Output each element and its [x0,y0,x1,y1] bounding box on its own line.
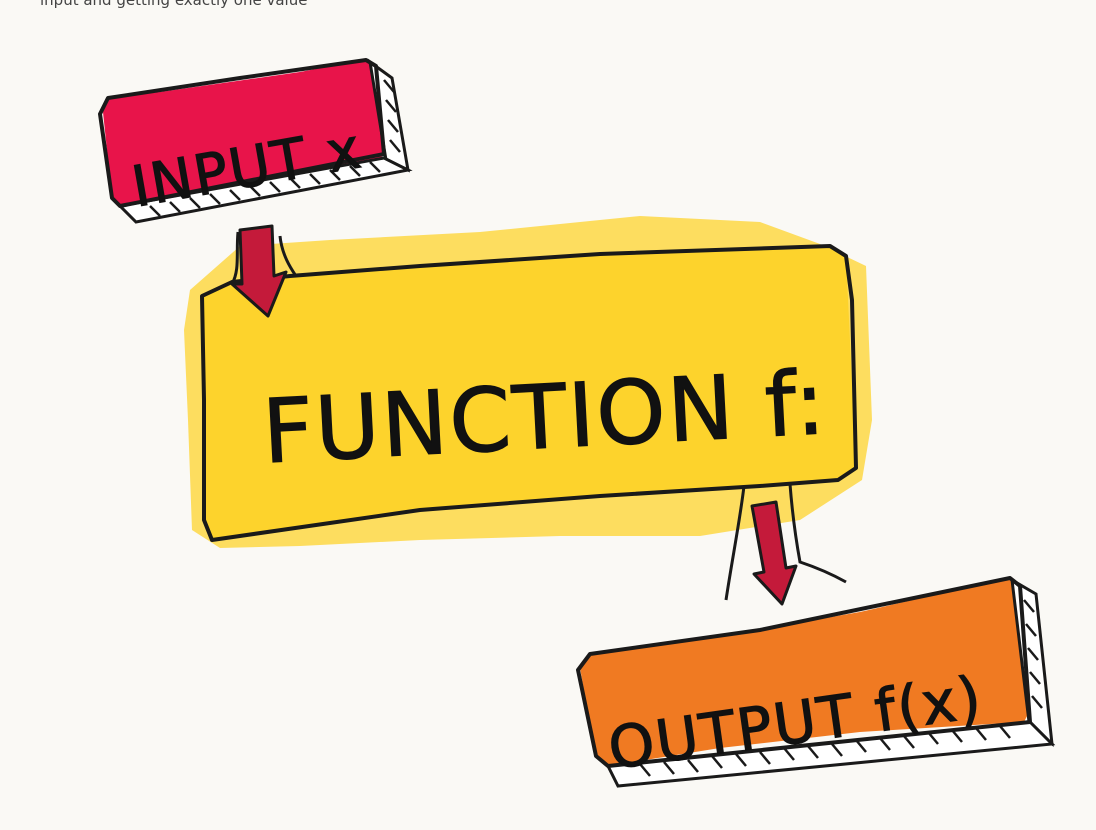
function-box: FUNCTION f: [184,216,872,548]
input-box: INPUT x [100,60,408,222]
output-box: OUTPUT f(x) [578,578,1052,786]
